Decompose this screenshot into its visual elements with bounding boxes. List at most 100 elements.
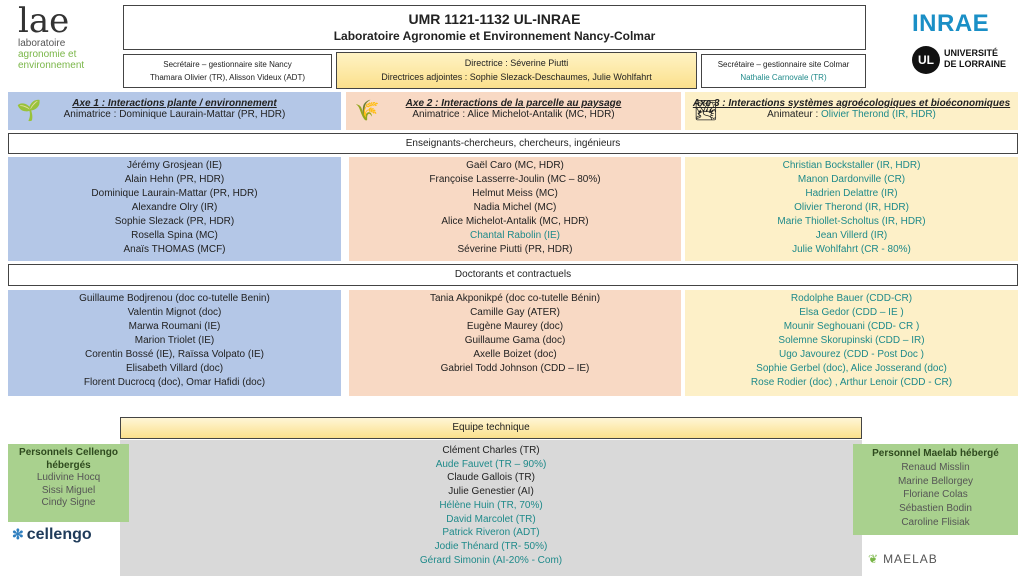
axis-3-researchers: Christian Bockstaller (IR, HDR) Manon Da… bbox=[685, 157, 1018, 261]
list-item: Axelle Boizet (doc) bbox=[473, 349, 557, 360]
list-item: Tania Akponikpé (doc co-tutelle Bénin) bbox=[429, 293, 601, 304]
list-item: Manon Dardonville (CR) bbox=[797, 174, 906, 185]
plant-icon: 🌱 bbox=[16, 100, 42, 122]
axis-1-doctorants: Guillaume Bodjrenou (doc co-tutelle Beni… bbox=[8, 290, 341, 396]
inrae-logo: INRAE bbox=[912, 10, 990, 37]
axis-1-header: 🌱 Axe 1 : Interactions plante / environn… bbox=[8, 92, 341, 130]
list-item: Gaël Caro (MC, HDR) bbox=[466, 160, 564, 171]
maelab-staff-box: Personnel Maelab hébergé Renaud Misslin … bbox=[853, 444, 1018, 535]
list-item: Séverine Piutti (PR, HDR) bbox=[457, 244, 573, 255]
cellengo-logo: ✻cellengo bbox=[12, 526, 92, 544]
list-item: Clément Charles (TR) bbox=[442, 445, 540, 456]
lae-logo-line1: laboratoire bbox=[18, 38, 66, 49]
list-item: Ludivine Hocq bbox=[36, 472, 101, 483]
list-item: Marwa Roumani (IE) bbox=[128, 321, 221, 332]
list-item: Mounir Seghouani (CDD- CR ) bbox=[783, 321, 920, 332]
list-item: Rose Rodier (doc) , Arthur Lenoir (CDD -… bbox=[750, 377, 953, 388]
section-researchers-header: Enseignants-chercheurs, chercheurs, ingé… bbox=[8, 133, 1018, 154]
list-item: Eugène Maurey (doc) bbox=[466, 321, 564, 332]
list-item: Sophie Slezack (PR, HDR) bbox=[114, 216, 235, 227]
list-item: Claude Gallois (TR) bbox=[447, 472, 535, 484]
axis-3-animator: Animateur : Olivier Therond (IR, HDR) bbox=[685, 109, 1018, 120]
list-item: Elisabeth Villard (doc) bbox=[125, 363, 224, 374]
ul-logo-mark: UL bbox=[912, 46, 940, 74]
list-item: Caroline Flisiak bbox=[901, 516, 970, 528]
technical-team-header: Equipe technique bbox=[120, 417, 862, 439]
list-item: Rodolphe Bauer (CDD-CR) bbox=[790, 293, 913, 304]
secretary-colmar-title: Secrétaire – gestionnaire site Colmar bbox=[717, 60, 850, 69]
secretary-nancy-names: Thamara Olivier (TR), Alisson Videux (AD… bbox=[150, 73, 305, 82]
list-item: Florent Ducrocq (doc), Omar Hafidi (doc) bbox=[83, 377, 266, 388]
list-item: Nadia Michel (MC) bbox=[473, 202, 557, 213]
list-item: Anaïs THOMAS (MCF) bbox=[123, 244, 226, 255]
axis-1-animator: Animatrice : Dominique Laurain-Mattar (P… bbox=[63, 109, 286, 120]
maelab-title: Personnel Maelab hébergé bbox=[872, 448, 999, 459]
axis-3-header: 🏞 Axe 3 : Interactions systèmes agroécol… bbox=[685, 92, 1018, 130]
list-item: Hélène Huin (TR, 70%) bbox=[439, 499, 543, 511]
cellengo-title-line1: Personnels Cellengo bbox=[19, 447, 118, 458]
list-item: Solemne Skorupinski (CDD – IR) bbox=[778, 335, 925, 346]
list-item: Ugo Javourez (CDD - Post Doc ) bbox=[778, 349, 925, 360]
farm-icon: 🏞 bbox=[693, 100, 719, 122]
list-item: Marion Triolet (IE) bbox=[134, 335, 215, 346]
list-item: Sophie Gerbel (doc), Alice Josserand (do… bbox=[756, 363, 947, 374]
list-item: Corentin Bossé (IE), Raïssa Volpato (IE) bbox=[85, 349, 264, 360]
list-item: Alexandre Olry (IR) bbox=[131, 202, 218, 213]
cellengo-logo-icon: ✻ bbox=[12, 526, 24, 542]
axis-2-header: 🌾 Axe 2 : Interactions de la parcelle au… bbox=[346, 92, 681, 130]
secretary-nancy-title: Secrétaire – gestionnaire site Nancy bbox=[163, 60, 292, 69]
list-item: Gabriel Todd Johnson (CDD – IE) bbox=[440, 363, 590, 374]
list-item: Marie Thiollet-Scholtus (IR, HDR) bbox=[777, 216, 926, 227]
lae-logo-text: lae bbox=[18, 1, 70, 41]
list-item: Camille Gay (ATER) bbox=[470, 307, 560, 318]
technical-team-list: Clément Charles (TR) Aude Fauvet (TR – 9… bbox=[120, 440, 862, 576]
secretary-colmar-box: Secrétaire – gestionnaire site Colmar Na… bbox=[701, 54, 866, 88]
list-item: Françoise Lasserre-Joulin (MC – 80%) bbox=[429, 174, 601, 185]
list-item: Hadrien Delattre (IR) bbox=[805, 188, 898, 199]
secretary-colmar-names: Nathalie Carnovale (TR) bbox=[740, 73, 827, 82]
list-item: Sébastien Bodin bbox=[899, 503, 972, 515]
direction-box: Directrice : Séverine Piutti Directrices… bbox=[336, 52, 697, 89]
list-item: Olivier Therond (IR, HDR) bbox=[794, 202, 909, 213]
lae-logo: lae laboratoire agronomie et environneme… bbox=[18, 4, 118, 88]
list-item: Valentin Mignot (doc) bbox=[127, 307, 222, 318]
list-item: Patrick Riveron (ADT) bbox=[442, 527, 540, 539]
list-item: Chantal Rabolin (IE) bbox=[469, 230, 561, 241]
axis-3-title: Axe 3 : Interactions systèmes agroécolog… bbox=[692, 98, 1011, 109]
list-item: Aude Fauvet (TR – 90%) bbox=[435, 458, 547, 470]
list-item: Julie Wohlfahrt (CR - 80%) bbox=[792, 244, 911, 255]
list-item: Jean Villerd (IR) bbox=[815, 230, 888, 241]
axis-1-researchers: Jérémy Grosjean (IE) Alain Hehn (PR, HDR… bbox=[8, 157, 341, 261]
list-item: Cindy Signe bbox=[41, 497, 96, 508]
axis-3-animator-name: Olivier Therond (IR, HDR) bbox=[821, 109, 936, 120]
axis-1-title: Axe 1 : Interactions plante / environnem… bbox=[72, 98, 277, 109]
list-item: Helmut Meiss (MC) bbox=[472, 188, 558, 199]
lae-logo-line3: environnement bbox=[18, 60, 85, 71]
axis-2-researchers: Gaël Caro (MC, HDR) Françoise Lasserre-J… bbox=[349, 157, 681, 261]
axis-2-title: Axe 2 : Interactions de la parcelle au p… bbox=[405, 98, 622, 109]
secretary-nancy-box: Secrétaire – gestionnaire site Nancy Tha… bbox=[123, 54, 332, 88]
maelab-logo-text: MAELAB bbox=[883, 552, 938, 566]
list-item: Guillaume Bodjrenou (doc co-tutelle Beni… bbox=[79, 293, 270, 304]
lae-logo-mark: lae bbox=[18, 4, 118, 38]
axis-3-doctorants: Rodolphe Bauer (CDD-CR) Elsa Gedor (CDD … bbox=[685, 290, 1018, 396]
landscape-icon: 🌾 bbox=[354, 100, 380, 122]
list-item: Renaud Misslin bbox=[901, 461, 970, 473]
unit-header: UMR 1121-1132 UL-INRAE Laboratoire Agron… bbox=[123, 5, 866, 50]
cellengo-staff-box: Personnels Cellengo hébergés Ludivine Ho… bbox=[8, 444, 129, 522]
cellengo-title-line2: hébergés bbox=[46, 459, 91, 471]
unit-title: UMR 1121-1132 UL-INRAE bbox=[408, 11, 581, 27]
maelab-logo: ❦MAELAB bbox=[868, 552, 938, 566]
list-item: Jérémy Grosjean (IE) bbox=[126, 160, 223, 171]
list-item: Jodie Thénard (TR- 50%) bbox=[434, 540, 548, 552]
leaf-icon: ❦ bbox=[868, 552, 880, 566]
list-item: Sissi Miguel bbox=[41, 484, 96, 496]
list-item: Marine Bellorgey bbox=[897, 475, 974, 487]
list-item: Christian Bockstaller (IR, HDR) bbox=[782, 160, 921, 171]
list-item: David Marcolet (TR) bbox=[446, 513, 536, 525]
deputy-directors: Directrices adjointes : Sophie Slezack-D… bbox=[381, 72, 652, 82]
list-item: Alain Hehn (PR, HDR) bbox=[124, 174, 225, 185]
axis-2-doctorants: Tania Akponikpé (doc co-tutelle Bénin) C… bbox=[349, 290, 681, 396]
list-item: Guillaume Gama (doc) bbox=[464, 335, 566, 346]
list-item: Gérard Simonin (AI-20% - Com) bbox=[419, 554, 563, 566]
